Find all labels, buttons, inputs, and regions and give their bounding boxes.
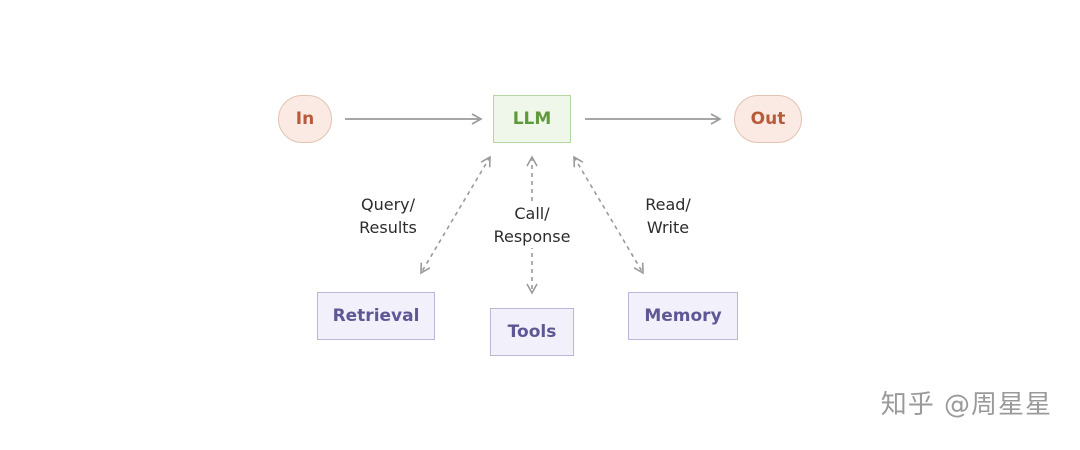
retrieval-node: Retrieval [317,292,435,340]
edge-label-tools: Call/ Response [482,202,582,248]
arrow-llm-retrieval [420,155,491,275]
edge-label-tools-line2: Response [493,227,571,246]
edge-label-memory-line1: Read/ [645,195,691,214]
output-node: Out [734,95,802,143]
watermark: 知乎 @周星星 [880,390,1052,420]
edge-label-tools-line1: Call/ [514,204,550,223]
arrow-llm-memory [573,155,644,275]
memory-node: Memory [628,292,738,340]
llm-node: LLM [493,95,571,143]
edge-label-retrieval: Query/ Results [348,193,428,239]
tools-node: Tools [490,308,574,356]
edge-label-memory-line2: Write [646,218,690,237]
input-node: In [278,95,332,143]
edge-label-retrieval-line2: Results [359,218,417,237]
edge-label-memory: Read/ Write [628,193,708,239]
edge-label-retrieval-line1: Query/ [360,195,415,214]
